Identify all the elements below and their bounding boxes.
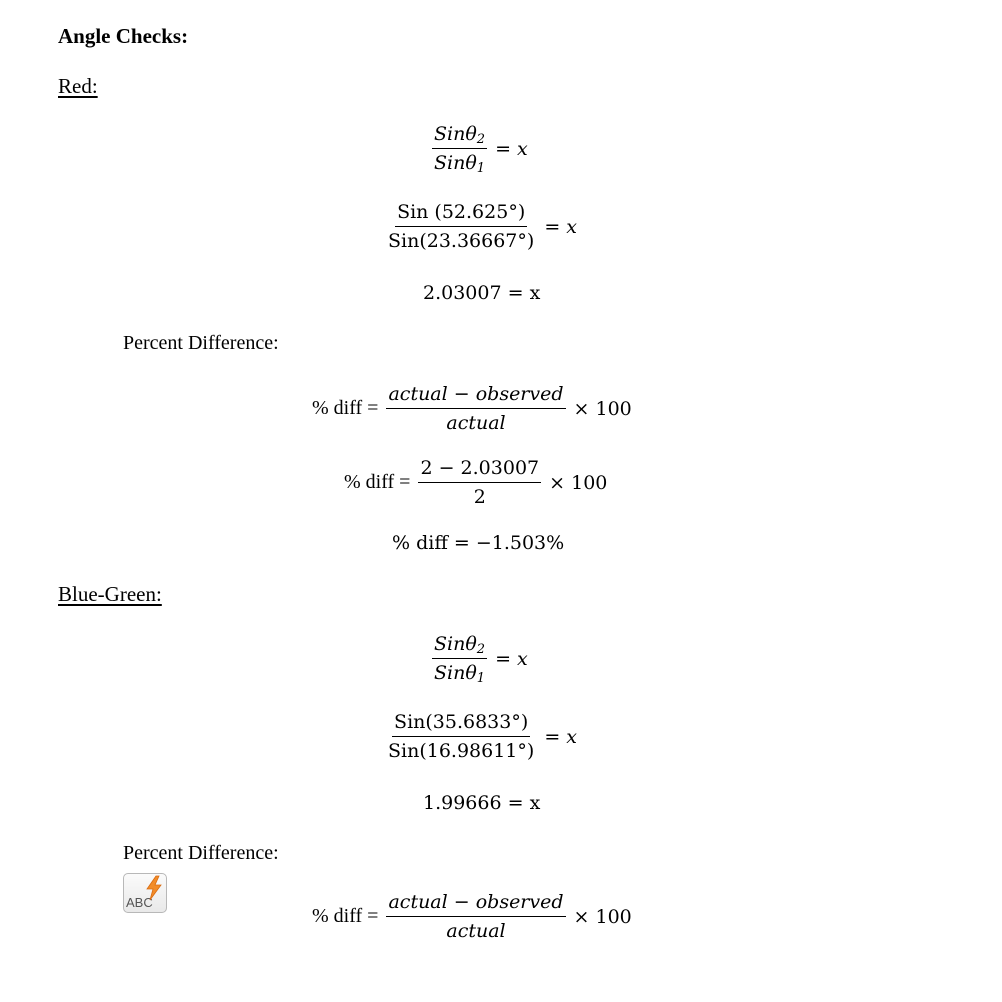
red-sub-times: × 100 bbox=[549, 471, 608, 494]
red-ratio-denominator: Sinθ1 bbox=[434, 152, 486, 176]
red-sub-numerator: 2 − 2.03007 bbox=[418, 454, 542, 483]
red-sub-fraction: 2 − 2.03007 2 bbox=[418, 454, 542, 511]
red-formula-denominator: actual bbox=[446, 412, 506, 434]
blue-green-ratio-equation: Sinθ2 Sinθ1 = x bbox=[432, 630, 528, 687]
red-ratio-equation: Sinθ2 Sinθ1 = x bbox=[432, 120, 528, 177]
blue-green-percent-label: Percent Difference: bbox=[123, 842, 279, 864]
section-heading-red: Red: bbox=[58, 74, 98, 98]
blue-green-calc-rhs: = x bbox=[544, 725, 578, 748]
red-formula-numerator: actual − observed bbox=[386, 380, 566, 409]
blue-green-calc-numerator: Sin(35.6833°) bbox=[392, 708, 531, 737]
blue-green-ratio-rhs: = x bbox=[495, 647, 528, 670]
red-result: 2.03007 = x bbox=[423, 282, 541, 304]
blue-green-ratio-numerator: Sinθ2 bbox=[432, 630, 488, 659]
red-formula-fraction: actual − observed actual bbox=[386, 380, 566, 437]
blue-green-formula-fraction: actual − observed actual bbox=[386, 888, 566, 945]
blue-green-formula-numerator: actual − observed bbox=[386, 888, 566, 917]
page-title: Angle Checks: bbox=[58, 24, 189, 48]
blue-green-calc-equation: Sin(35.6833°) Sin(16.98611°) = x bbox=[386, 708, 577, 765]
red-percent-substitution: % diff = 2 − 2.03007 2 × 100 bbox=[344, 454, 607, 511]
section-heading-blue-green: Blue-Green: bbox=[58, 582, 162, 606]
blue-green-calc-denominator: Sin(16.98611°) bbox=[388, 740, 535, 762]
red-calc-rhs: = x bbox=[544, 215, 578, 238]
red-calc-denominator: Sin(23.36667°) bbox=[388, 230, 535, 252]
blue-green-formula-denominator: actual bbox=[446, 920, 506, 942]
blue-green-formula-lhs: % diff = bbox=[312, 905, 379, 927]
red-formula-lhs: % diff = bbox=[312, 397, 379, 419]
red-ratio-fraction: Sinθ2 Sinθ1 bbox=[432, 120, 488, 177]
red-ratio-numerator: Sinθ2 bbox=[432, 120, 488, 149]
red-formula-times: × 100 bbox=[573, 397, 632, 420]
red-ratio-rhs: = x bbox=[495, 137, 528, 160]
spellcheck-widget-text: ABC bbox=[126, 895, 153, 910]
red-percent-formula: % diff = actual − observed actual × 100 bbox=[312, 380, 632, 437]
red-calc-numerator: Sin (52.625°) bbox=[395, 198, 528, 227]
blue-green-ratio-fraction: Sinθ2 Sinθ1 bbox=[432, 630, 488, 687]
red-sub-lhs: % diff = bbox=[344, 471, 411, 493]
red-calc-equation: Sin (52.625°) Sin(23.36667°) = x bbox=[386, 198, 577, 255]
blue-green-formula-times: × 100 bbox=[573, 905, 632, 928]
lightning-bolt-icon bbox=[146, 875, 162, 901]
blue-green-ratio-denominator: Sinθ1 bbox=[434, 662, 486, 686]
red-final-result: % diff = −1.503% bbox=[392, 532, 565, 554]
blue-green-result: 1.99666 = x bbox=[423, 792, 541, 814]
spellcheck-widget[interactable]: ABC bbox=[123, 873, 167, 913]
red-sub-denominator: 2 bbox=[473, 486, 486, 508]
red-percent-label: Percent Difference: bbox=[123, 332, 279, 354]
red-calc-fraction: Sin (52.625°) Sin(23.36667°) bbox=[386, 198, 536, 255]
blue-green-percent-formula: % diff = actual − observed actual × 100 bbox=[312, 888, 632, 945]
blue-green-calc-fraction: Sin(35.6833°) Sin(16.98611°) bbox=[386, 708, 536, 765]
